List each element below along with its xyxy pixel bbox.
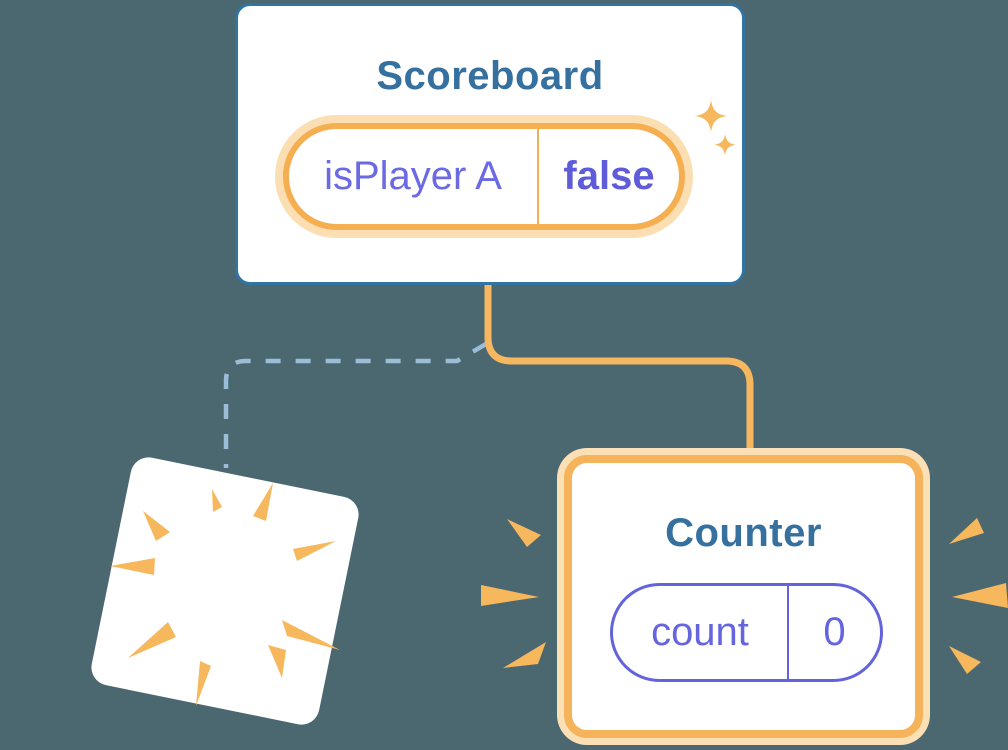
state-key-label: isPlayer A bbox=[324, 154, 502, 198]
scoreboard-card: Scoreboard isPlayer A false bbox=[235, 3, 745, 285]
pill-divider bbox=[787, 586, 789, 679]
connector-active-line bbox=[484, 283, 754, 455]
counter-title: Counter bbox=[665, 511, 822, 555]
scoreboard-title: Scoreboard bbox=[376, 54, 604, 98]
scoreboard-state-pill: isPlayer A false bbox=[283, 123, 685, 230]
count-value-label: 0 bbox=[823, 610, 846, 654]
counter-state-pill: count 0 bbox=[610, 583, 883, 682]
pill-divider bbox=[537, 129, 539, 224]
sparkles-icon bbox=[695, 100, 736, 156]
counter-card-inner: Counter count 0 bbox=[564, 455, 923, 738]
connector-removed-dashed-line bbox=[223, 342, 488, 468]
count-key-label: count bbox=[651, 610, 749, 654]
state-value-label: false bbox=[563, 154, 655, 198]
counter-card: Counter count 0 bbox=[557, 448, 930, 745]
